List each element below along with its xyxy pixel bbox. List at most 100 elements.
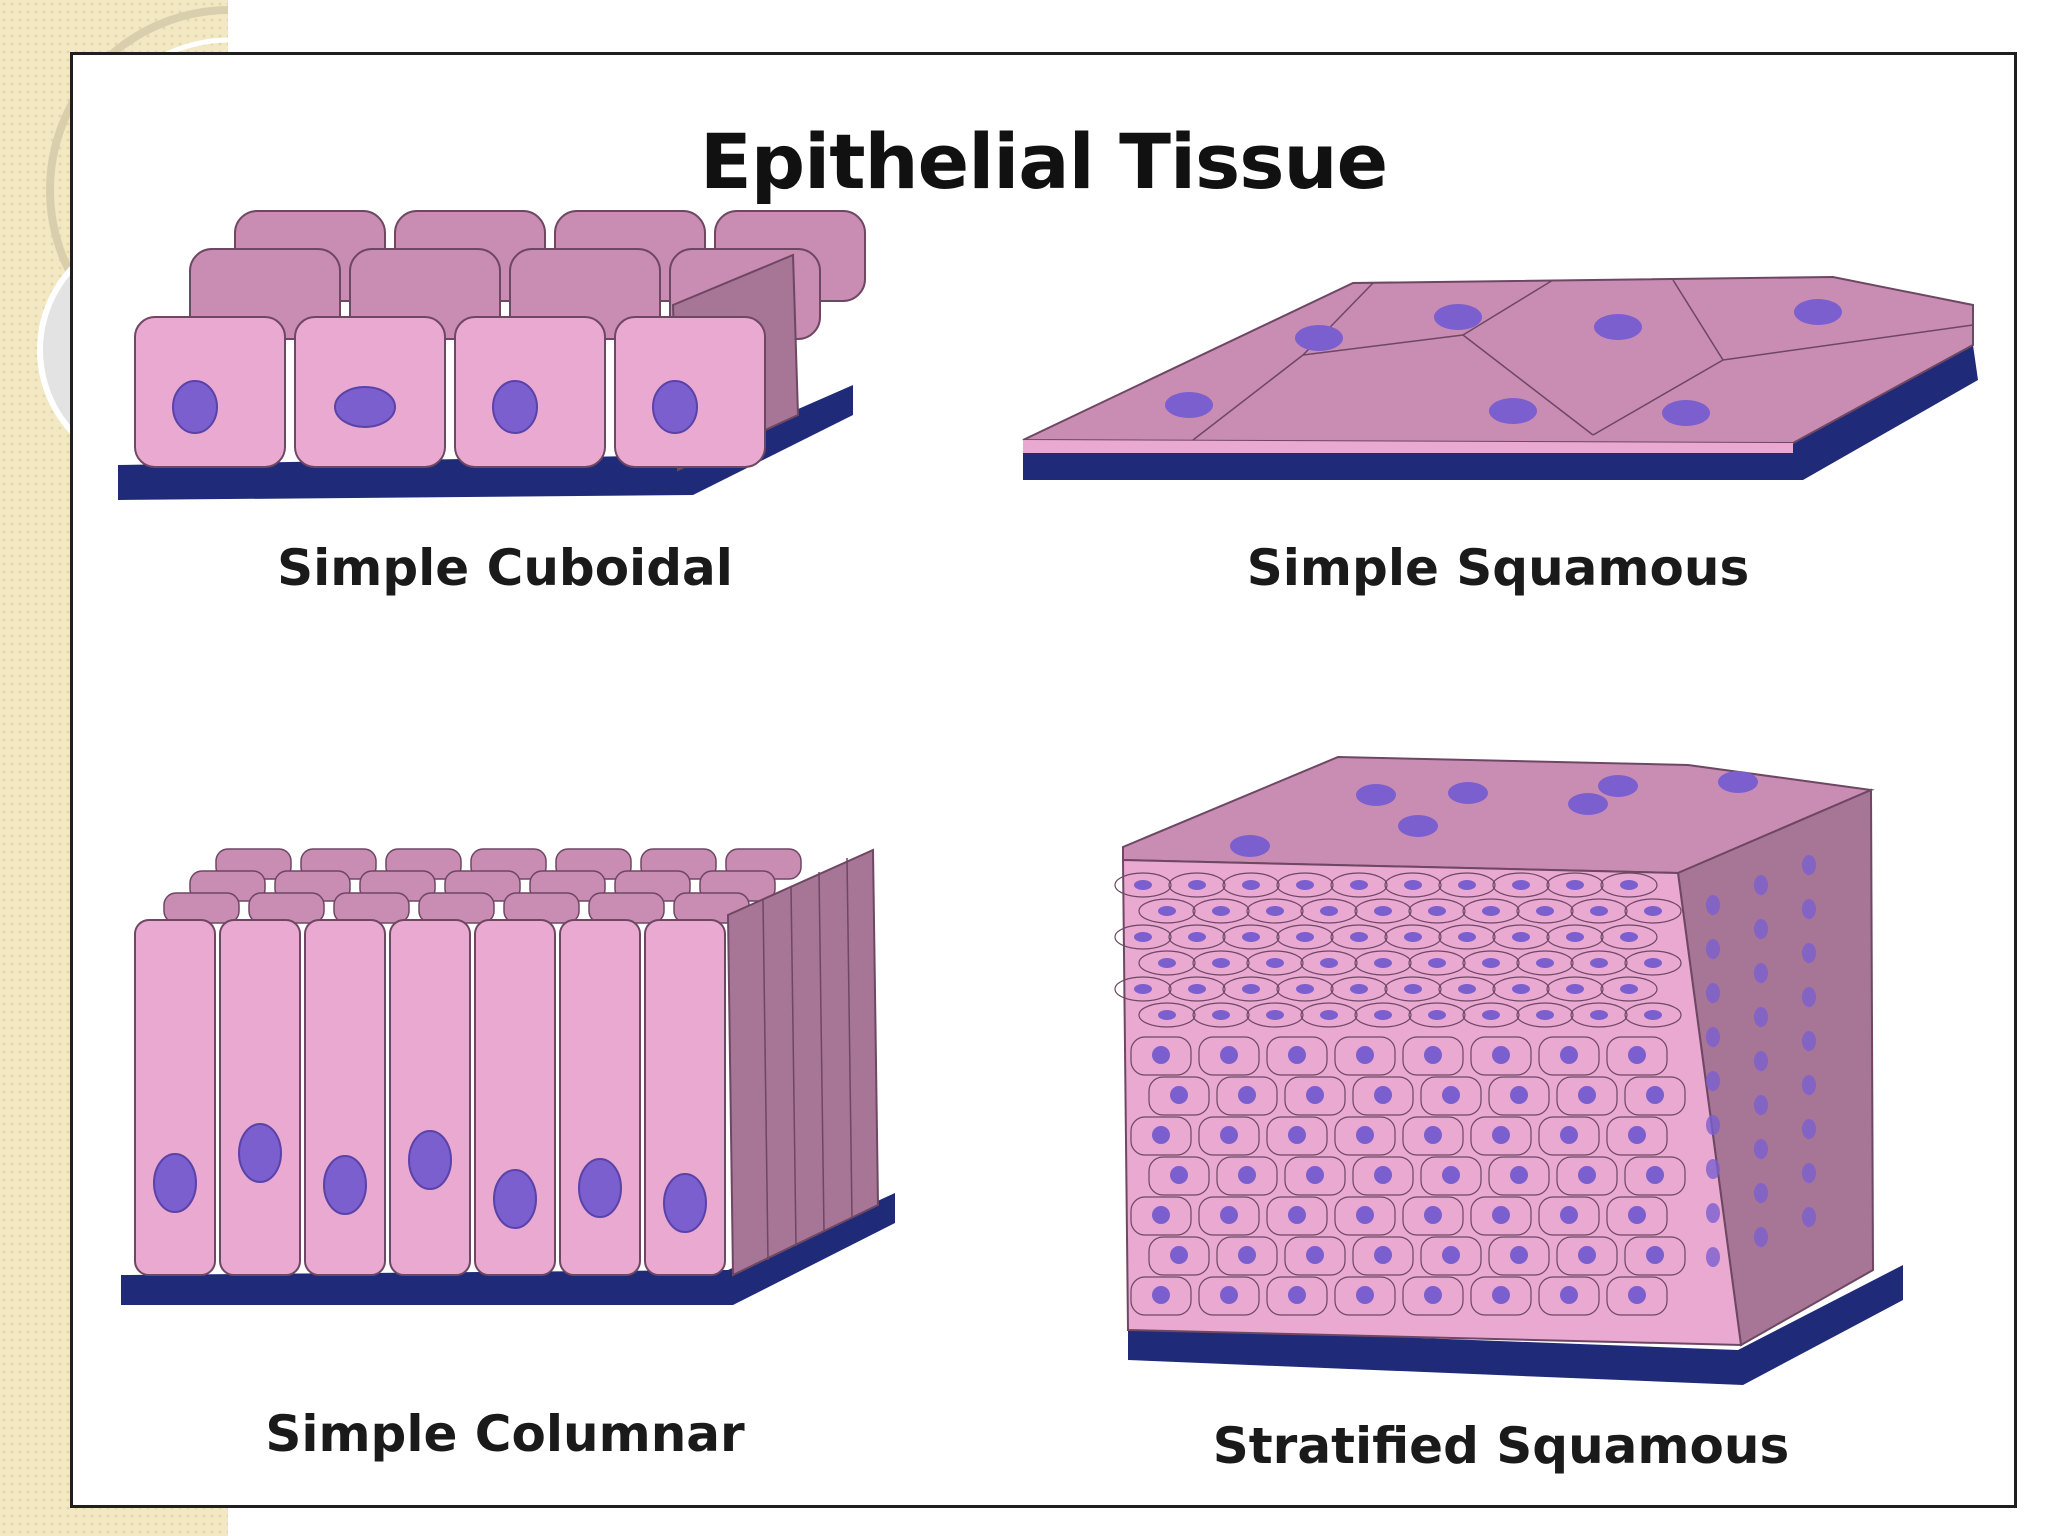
nucleus (1428, 906, 1446, 916)
flat-cell (1600, 872, 1658, 898)
flat-cell (1246, 950, 1304, 976)
nucleus (1212, 906, 1230, 916)
nucleus (1404, 932, 1422, 942)
nucleus (1662, 400, 1710, 426)
nucleus (1220, 1286, 1238, 1304)
nucleus (1320, 1010, 1338, 1020)
nucleus (1152, 1286, 1170, 1304)
nucleus (1620, 880, 1638, 890)
nucleus (663, 1173, 707, 1233)
nucleus (1165, 392, 1213, 418)
nucleus (1158, 958, 1176, 968)
nucleus (1512, 880, 1530, 890)
nucleus (1754, 1139, 1768, 1159)
nucleus (1306, 1166, 1324, 1184)
nucleus (1754, 1183, 1768, 1203)
round-cell (1352, 1076, 1414, 1116)
nucleus (1212, 1010, 1230, 1020)
cell-boundary (1462, 279, 1554, 336)
nucleus (1536, 906, 1554, 916)
nucleus (1242, 932, 1260, 942)
round-cell (1470, 1276, 1532, 1316)
nucleus (1212, 958, 1230, 968)
round-cell (1538, 1116, 1600, 1156)
cell-boundary (1672, 279, 1724, 361)
round-cell (1420, 1156, 1482, 1196)
flat-cell (1222, 976, 1280, 1002)
flat-cell (1192, 1002, 1250, 1028)
round-cell (1470, 1036, 1532, 1076)
nucleus (1644, 1010, 1662, 1020)
flat-cell (1168, 976, 1226, 1002)
nucleus (1644, 958, 1662, 968)
nucleus (1374, 1166, 1392, 1184)
round-cell (1198, 1036, 1260, 1076)
nucleus (1718, 771, 1758, 793)
nucleus (1350, 880, 1368, 890)
flat-cell (1438, 976, 1496, 1002)
round-cell (1352, 1156, 1414, 1196)
nucleus (1578, 1166, 1596, 1184)
round-cell (1266, 1276, 1328, 1316)
nucleus (1568, 793, 1608, 815)
flat-cell (1354, 950, 1412, 976)
cell-top (418, 892, 495, 924)
nucleus (1295, 325, 1343, 351)
nucleus (1646, 1166, 1664, 1184)
nucleus (1646, 1086, 1664, 1104)
flat-cell (1300, 898, 1358, 924)
round-cell (1538, 1036, 1600, 1076)
nucleus (1590, 1010, 1608, 1020)
round-cell (1420, 1076, 1482, 1116)
nucleus (1170, 1246, 1188, 1264)
nucleus (1356, 784, 1396, 806)
nucleus (1424, 1046, 1442, 1064)
tissue-front (1121, 858, 1743, 1347)
nucleus (1424, 1286, 1442, 1304)
round-cell (1334, 1036, 1396, 1076)
flat-cell (1246, 898, 1304, 924)
nucleus (1442, 1246, 1460, 1264)
nucleus (578, 1158, 622, 1218)
nucleus (1374, 1246, 1392, 1264)
cell (304, 919, 386, 1276)
nucleus (1238, 1086, 1256, 1104)
flat-cell (1138, 1002, 1196, 1028)
nucleus (1594, 314, 1642, 340)
nucleus (1320, 906, 1338, 916)
cell (474, 919, 556, 1276)
stratified-squamous-illustration (1114, 755, 1903, 1385)
nucleus (1754, 1095, 1768, 1115)
nucleus (1794, 299, 1842, 325)
nucleus (1482, 958, 1500, 968)
nucleus (1220, 1126, 1238, 1144)
nucleus (1706, 983, 1720, 1003)
nucleus (1560, 1286, 1578, 1304)
nucleus (1442, 1086, 1460, 1104)
cell-boundary (818, 871, 825, 1233)
nucleus (1536, 1010, 1554, 1020)
round-cell (1556, 1236, 1618, 1276)
round-cell (1420, 1236, 1482, 1276)
round-cell (1266, 1036, 1328, 1076)
nucleus (1492, 1046, 1510, 1064)
round-cell (1470, 1116, 1532, 1156)
flat-cell (1438, 872, 1496, 898)
nucleus (1374, 906, 1392, 916)
flat-cell (1462, 898, 1520, 924)
nucleus (1706, 939, 1720, 959)
nucleus (1706, 1159, 1720, 1179)
flat-cell (1570, 1002, 1628, 1028)
nucleus (1802, 1031, 1816, 1051)
nucleus (1754, 1007, 1768, 1027)
round-cell (1470, 1196, 1532, 1236)
nucleus (1560, 1206, 1578, 1224)
round-cell (1538, 1196, 1600, 1236)
nucleus (1134, 880, 1152, 890)
cell-boundary (762, 899, 769, 1261)
flat-cell (1330, 872, 1388, 898)
nucleus (1590, 906, 1608, 916)
cell (134, 919, 216, 1276)
basement-membrane (1128, 1265, 1903, 1385)
nucleus (1458, 984, 1476, 994)
